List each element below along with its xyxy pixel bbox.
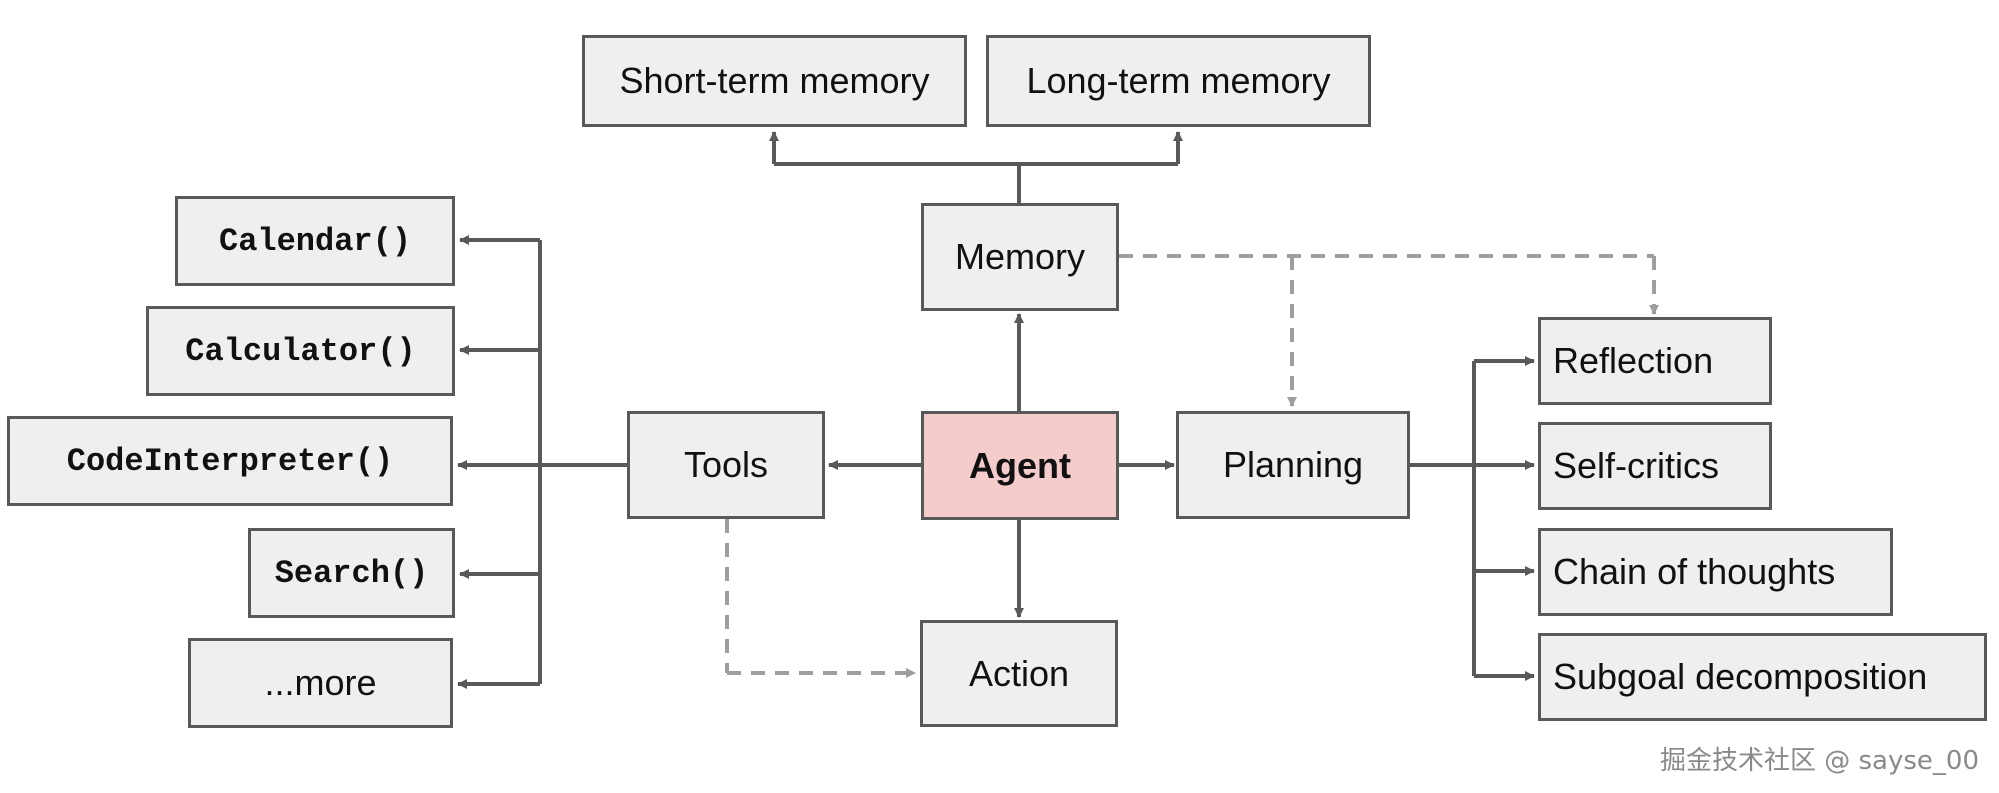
chain-of-thoughts-node: Chain of thoughts bbox=[1538, 528, 1893, 616]
calculator-tool-node: Calculator() bbox=[146, 306, 455, 396]
watermark-text: 掘金技术社区 @ sayse_00 bbox=[1659, 746, 1979, 776]
edge-tools-to-tool-list bbox=[457, 235, 627, 689]
memory-node: Memory bbox=[921, 203, 1119, 311]
more-tools-node: ...more bbox=[188, 638, 453, 728]
tools-node: Tools bbox=[627, 411, 825, 519]
subgoal-decomposition-node: Subgoal decomposition bbox=[1538, 633, 1987, 721]
code-interpreter-tool-node: CodeInterpreter() bbox=[7, 416, 453, 506]
self-critics-node: Self-critics bbox=[1538, 422, 1772, 510]
action-node: Action bbox=[920, 620, 1118, 727]
edge-memory-to-stores bbox=[769, 131, 1183, 203]
short-term-memory-node: Short-term memory bbox=[582, 35, 967, 127]
reflection-node: Reflection bbox=[1538, 317, 1772, 405]
agent-node: Agent bbox=[921, 411, 1119, 520]
long-term-memory-node: Long-term memory bbox=[986, 35, 1371, 127]
edge-tools-to-action-dashed bbox=[725, 519, 916, 678]
search-tool-node: Search() bbox=[248, 528, 455, 618]
planning-node: Planning bbox=[1176, 411, 1410, 519]
edge-planning-to-subitems bbox=[1410, 356, 1535, 681]
calendar-tool-node: Calendar() bbox=[175, 196, 455, 286]
edge-memory-dashed bbox=[1119, 254, 1659, 407]
